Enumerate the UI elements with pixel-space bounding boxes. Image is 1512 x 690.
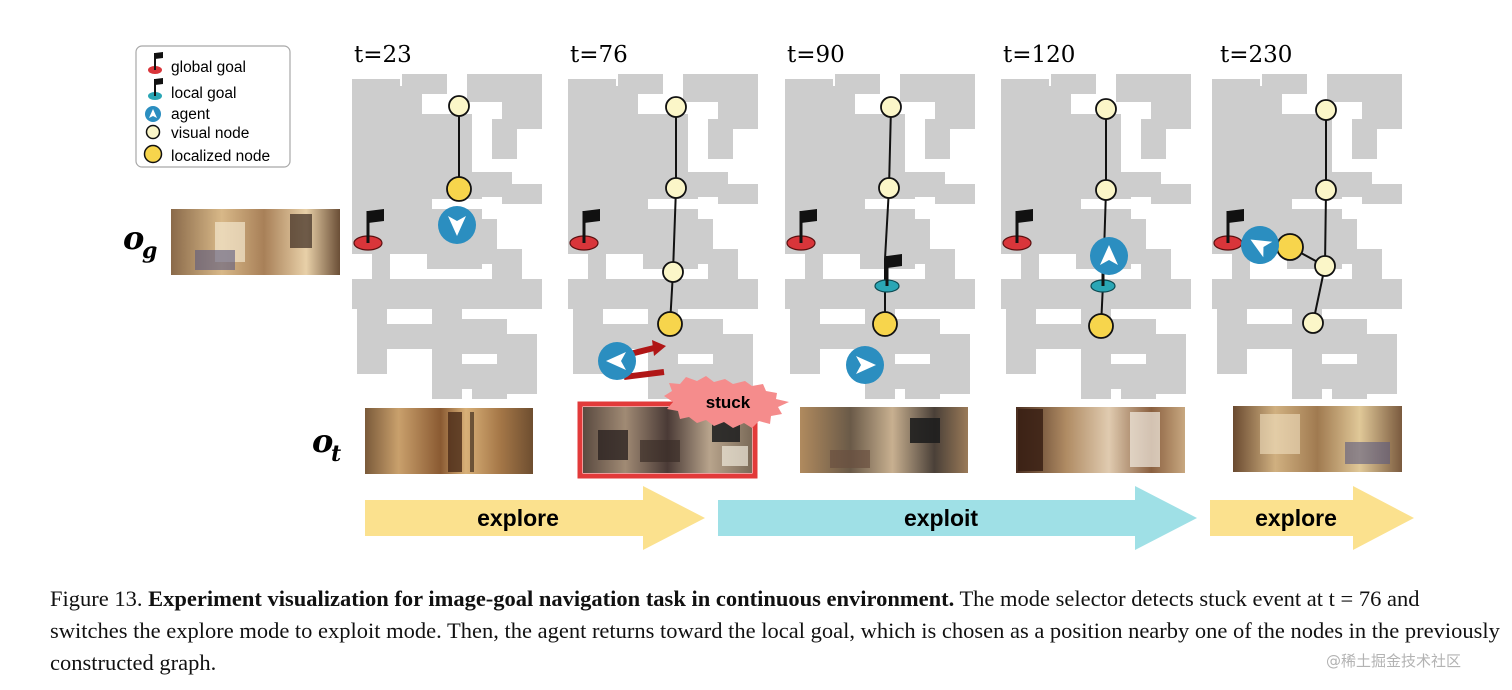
agent-icon [598, 342, 636, 380]
visual-node [880, 96, 902, 118]
label-ot: o t [312, 422, 341, 467]
visual-node [448, 95, 470, 117]
map-panel-4 [1001, 74, 1191, 399]
visual-node [1095, 98, 1117, 120]
localized-node [1088, 313, 1114, 339]
legend-agent-icon [145, 106, 161, 122]
timestep-1: t=23 [354, 42, 412, 68]
timestep-2: t=76 [570, 42, 628, 68]
visual-node [662, 261, 684, 283]
timestep-3: t=90 [787, 42, 845, 68]
legend-visual-node: visual node [171, 125, 249, 142]
stuck-burst: stuck [664, 376, 789, 428]
figure-caption: Figure 13. Experiment visualization for … [50, 583, 1500, 679]
legend-global-goal-icon [148, 52, 163, 74]
goal-image [171, 209, 340, 275]
visual-node [665, 177, 687, 199]
caption-title: Experiment visualization for image-goal … [148, 586, 955, 611]
map-panel-3 [785, 74, 975, 399]
timestep-4: t=120 [1003, 42, 1075, 68]
caption-label: Figure 13. [50, 586, 143, 611]
localized-node [872, 311, 898, 337]
phase-label-explore-2: explore [1255, 505, 1337, 531]
timestep-5: t=230 [1220, 42, 1292, 68]
legend-localized-node: localized node [171, 148, 270, 165]
agent-icon [1090, 237, 1128, 275]
phase-arrow-explore-1: explore [365, 486, 705, 550]
observation-2-stuck [577, 401, 758, 479]
map-panel-1 [352, 74, 542, 399]
visual-node [1302, 312, 1324, 334]
legend-global-goal: global goal [171, 59, 246, 76]
svg-text:o: o [123, 219, 144, 257]
phase-label-explore-1: explore [477, 505, 559, 531]
map-panel-5 [1212, 74, 1402, 399]
legend-local-goal-icon [148, 78, 163, 100]
svg-text:g: g [142, 238, 157, 264]
phase-label-exploit: exploit [904, 505, 978, 531]
observation-4 [1016, 407, 1185, 473]
agent-icon [438, 206, 476, 244]
agent-icon [846, 346, 884, 384]
timestep-labels: t=23 t=76 t=90 t=120 t=230 [354, 42, 1292, 68]
legend-agent: agent [171, 106, 210, 123]
caption-body: The mode selector detects stuck event at… [50, 586, 1500, 675]
stuck-label: stuck [706, 393, 751, 412]
observation-3 [800, 407, 968, 473]
legend-local-goal: local goal [171, 85, 237, 102]
localized-node [657, 311, 683, 337]
observation-5 [1233, 406, 1402, 472]
watermark: @稀土掘金技术社区 [1326, 652, 1462, 670]
legend-localized-node-icon [143, 144, 163, 164]
visual-node [1095, 179, 1117, 201]
map-panel-2 [568, 74, 758, 399]
label-og: o g [123, 219, 157, 264]
phase-arrow-explore-2: explore [1210, 486, 1414, 550]
localized-node [1276, 233, 1304, 261]
figure-canvas: global goal local goal agent visual node… [123, 42, 1414, 550]
visual-node [665, 96, 687, 118]
localized-node [446, 176, 472, 202]
legend: global goal local goal agent visual node… [135, 45, 291, 168]
visual-node [1315, 179, 1337, 201]
visual-node [878, 177, 900, 199]
svg-text:o: o [312, 422, 333, 460]
observation-1 [365, 408, 533, 474]
visual-node [1314, 255, 1336, 277]
svg-text:t: t [331, 441, 341, 467]
legend-visual-node-icon [145, 124, 161, 140]
visual-node [1315, 99, 1337, 121]
phase-arrow-exploit: exploit [718, 486, 1197, 550]
